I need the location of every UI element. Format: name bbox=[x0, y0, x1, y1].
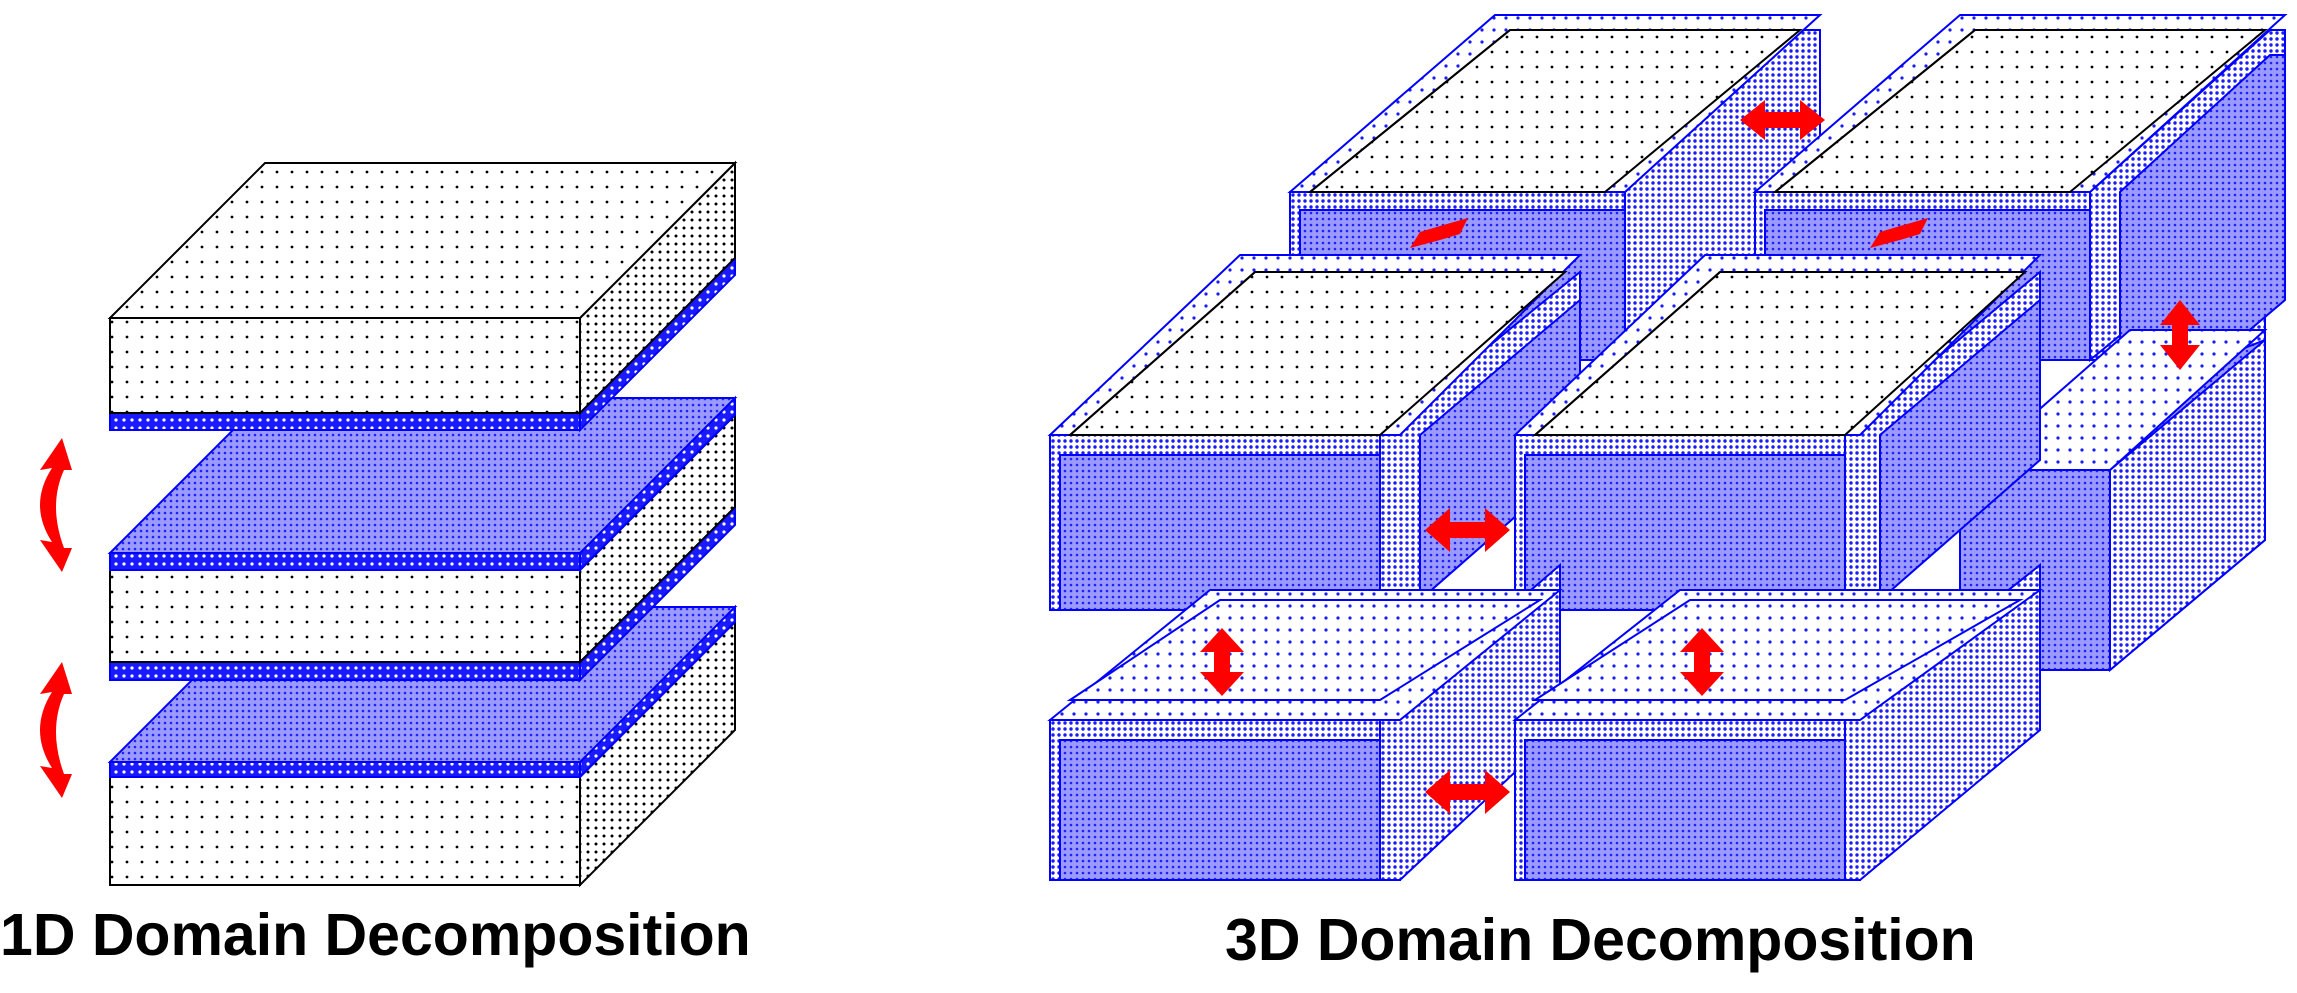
shaded-top-face-middle bbox=[107, 397, 738, 554]
arrow-front-upper-horizontal bbox=[1425, 508, 1510, 552]
1d-decomposition-diagram bbox=[40, 160, 738, 888]
halo-layer-bottom-top bbox=[109, 761, 581, 778]
cube-front-right-bottom bbox=[1512, 562, 2044, 881]
arrow-back-horizontal bbox=[1740, 100, 1825, 140]
arrow-front-right-vertical bbox=[1680, 628, 1724, 696]
slab-top bbox=[107, 160, 738, 433]
caption-3d: 3D Domain Decomposition bbox=[1225, 907, 1976, 973]
exchange-arrow-lower bbox=[40, 662, 72, 798]
halo-layer-top-bottom bbox=[109, 412, 581, 431]
arrow-back-left-diagonal bbox=[1410, 218, 1468, 248]
arrow-front-lower-horizontal bbox=[1425, 770, 1510, 814]
arrow-front-left-vertical bbox=[1200, 628, 1244, 696]
cube-front-left-top bbox=[1047, 254, 1583, 611]
arrow-back-vertical bbox=[2160, 300, 2200, 370]
exchange-arrows-3d bbox=[1200, 100, 2200, 814]
arrow-back-right-diagonal bbox=[1870, 218, 1928, 248]
top-face-top-slab bbox=[107, 162, 738, 319]
exchange-arrow-upper bbox=[40, 438, 72, 572]
halo-layer-middle-bottom bbox=[109, 661, 581, 681]
3d-decomposition-diagram bbox=[1047, 14, 2288, 881]
cube-front-right-top bbox=[1512, 254, 2043, 611]
cube-front-left-bottom bbox=[1047, 562, 1563, 881]
slab-middle bbox=[107, 395, 738, 683]
caption-1d: 1D Domain Decomposition bbox=[0, 902, 751, 968]
halo-layer-middle-top bbox=[109, 552, 581, 571]
